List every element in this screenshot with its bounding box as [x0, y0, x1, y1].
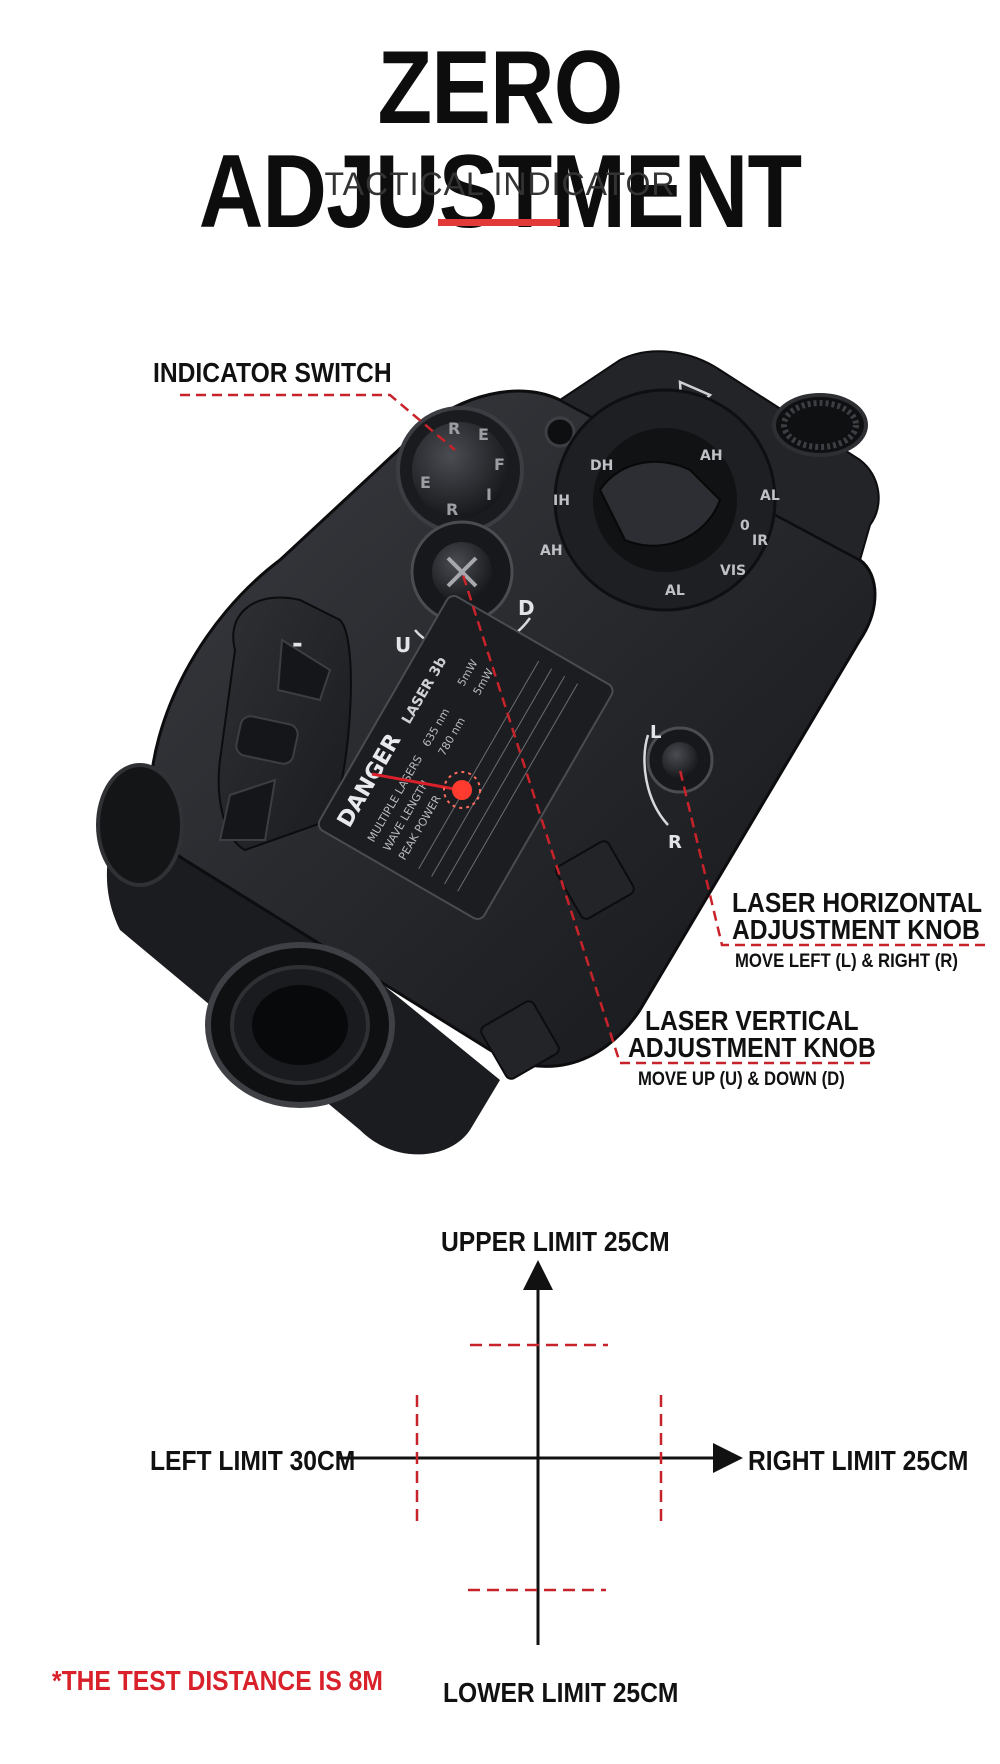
indicator-switch-leader: [180, 393, 456, 451]
selector-mode-labels: AH IH DH AH AL IR VIS AL 0: [540, 448, 780, 599]
left-limit-label: LEFT LIMIT 30CM: [150, 1445, 356, 1476]
rear-ring: [96, 763, 184, 887]
mode-selector-lever: [598, 460, 722, 547]
svg-text:VIS: VIS: [720, 563, 746, 579]
svg-text:AL: AL: [665, 583, 685, 599]
page-title: ZERO ADJUSTMENT: [198, 30, 802, 250]
switch-letters: R E F I R E: [420, 419, 505, 519]
title-accent-bar: [438, 219, 560, 226]
right-limit-label: RIGHT LIMIT 25CM: [748, 1445, 969, 1476]
laser-beam-mark: [371, 772, 461, 792]
svg-text:IH: IH: [553, 493, 570, 509]
plus-button: [218, 778, 277, 841]
test-distance-note: *THE TEST DISTANCE IS 8M: [52, 1665, 383, 1696]
middle-button: [235, 715, 299, 765]
svg-text:AH: AH: [540, 543, 563, 559]
vertical-knob-title-1: LASER VERTICAL: [645, 1005, 859, 1036]
svg-text:IR: IR: [752, 533, 768, 549]
page-subtitle: TACTICAL INDICATOR: [324, 166, 676, 202]
down-mark: D: [518, 596, 535, 620]
laser-starburst-icon: [452, 780, 472, 800]
minus-label: -: [292, 629, 303, 659]
svg-text:AH: AH: [700, 448, 723, 464]
svg-text:0: 0: [740, 518, 750, 534]
vertical-knob-leader: [460, 571, 870, 1065]
minus-button: [276, 638, 332, 702]
svg-text:AL: AL: [760, 488, 780, 504]
svg-text:R: R: [448, 419, 460, 438]
laser-device: R E F I R E AH IH DH AH AL IR VIS AL 0: [96, 350, 880, 1155]
svg-text:I: I: [486, 485, 492, 504]
zero-crosshair: [338, 1260, 743, 1645]
rail-slot: [555, 840, 635, 920]
svg-text:DH: DH: [590, 458, 613, 474]
callout-leaders: [180, 393, 985, 1065]
lower-limit-label: LOWER LIMIT 25CM: [443, 1677, 679, 1708]
right-mark: R: [668, 832, 682, 853]
horizontal-knob-title-2: ADJUSTMENT KNOB: [732, 914, 980, 945]
vertical-knob-title-2: ADJUSTMENT KNOB: [628, 1032, 876, 1063]
horizontal-knob-title-1: LASER HORIZONTAL: [732, 887, 983, 918]
upper-limit-label: UPPER LIMIT 25CM: [441, 1226, 670, 1257]
indicator-switch-label: INDICATOR SWITCH: [153, 357, 392, 388]
status-window: [544, 416, 576, 448]
svg-text:E: E: [420, 473, 431, 492]
left-mark: L: [650, 722, 661, 743]
up-mark: U: [395, 633, 411, 657]
vertical-knob-desc: MOVE UP (U) & DOWN (D): [638, 1069, 845, 1090]
svg-text:R: R: [446, 500, 458, 519]
svg-text:F: F: [494, 455, 505, 474]
rail-slot: [480, 1000, 560, 1080]
horizontal-knob-leader: [678, 769, 985, 947]
svg-text:E: E: [478, 425, 489, 444]
warning-label-plate: DANGER LASER 3b MULTIPLE LASERS WAVE LEN…: [317, 595, 614, 920]
horizontal-knob-desc: MOVE LEFT (L) & RIGHT (R): [735, 951, 958, 972]
